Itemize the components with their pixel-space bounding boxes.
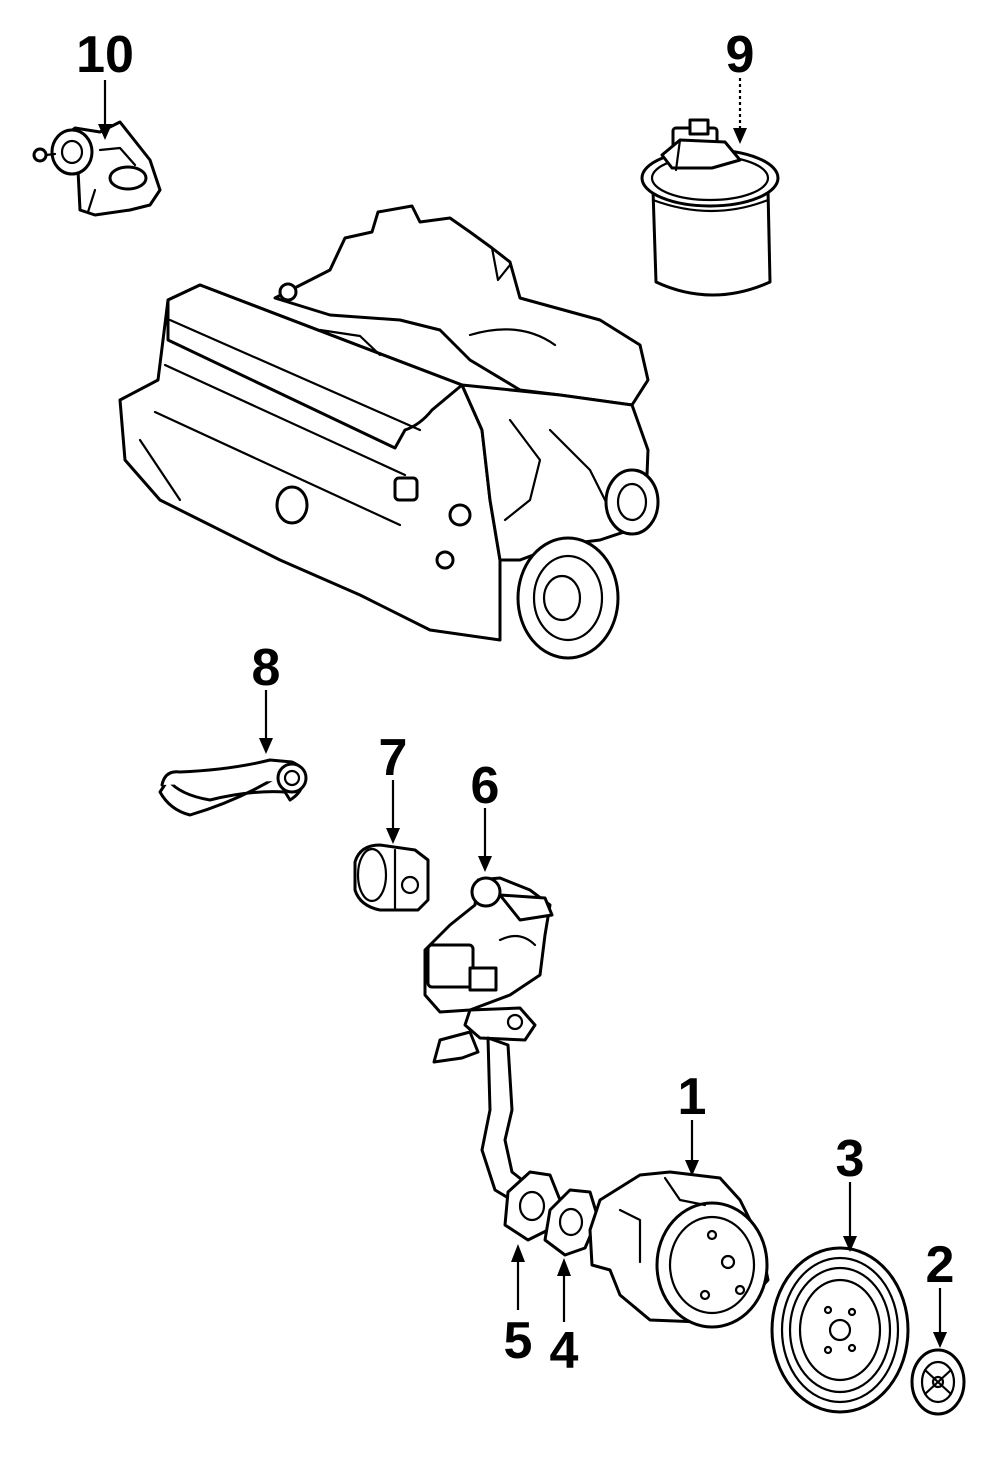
callout-10: 10 [76,26,134,84]
callout-4: 4 [550,1322,579,1380]
part-8-hose [158,758,308,817]
callout-7: 7 [379,729,408,787]
callout-3: 3 [836,1130,865,1188]
callout-9: 9 [726,26,755,84]
callout-6: 6 [471,757,500,815]
part-7-check-valve [353,843,430,912]
part-2-hub [910,1348,966,1416]
part-3-pulley [770,1246,910,1414]
part-6-air-valve [423,876,554,1207]
part-10-egr-valve [32,120,162,217]
leader-lines [98,78,947,1348]
callout-8: 8 [252,639,281,697]
callout-1: 1 [678,1068,707,1126]
part-9-canister [640,118,780,297]
callout-2: 2 [926,1236,955,1294]
part-1-air-pump [588,1170,770,1329]
callout-5: 5 [504,1312,533,1370]
engine-block [118,204,660,660]
